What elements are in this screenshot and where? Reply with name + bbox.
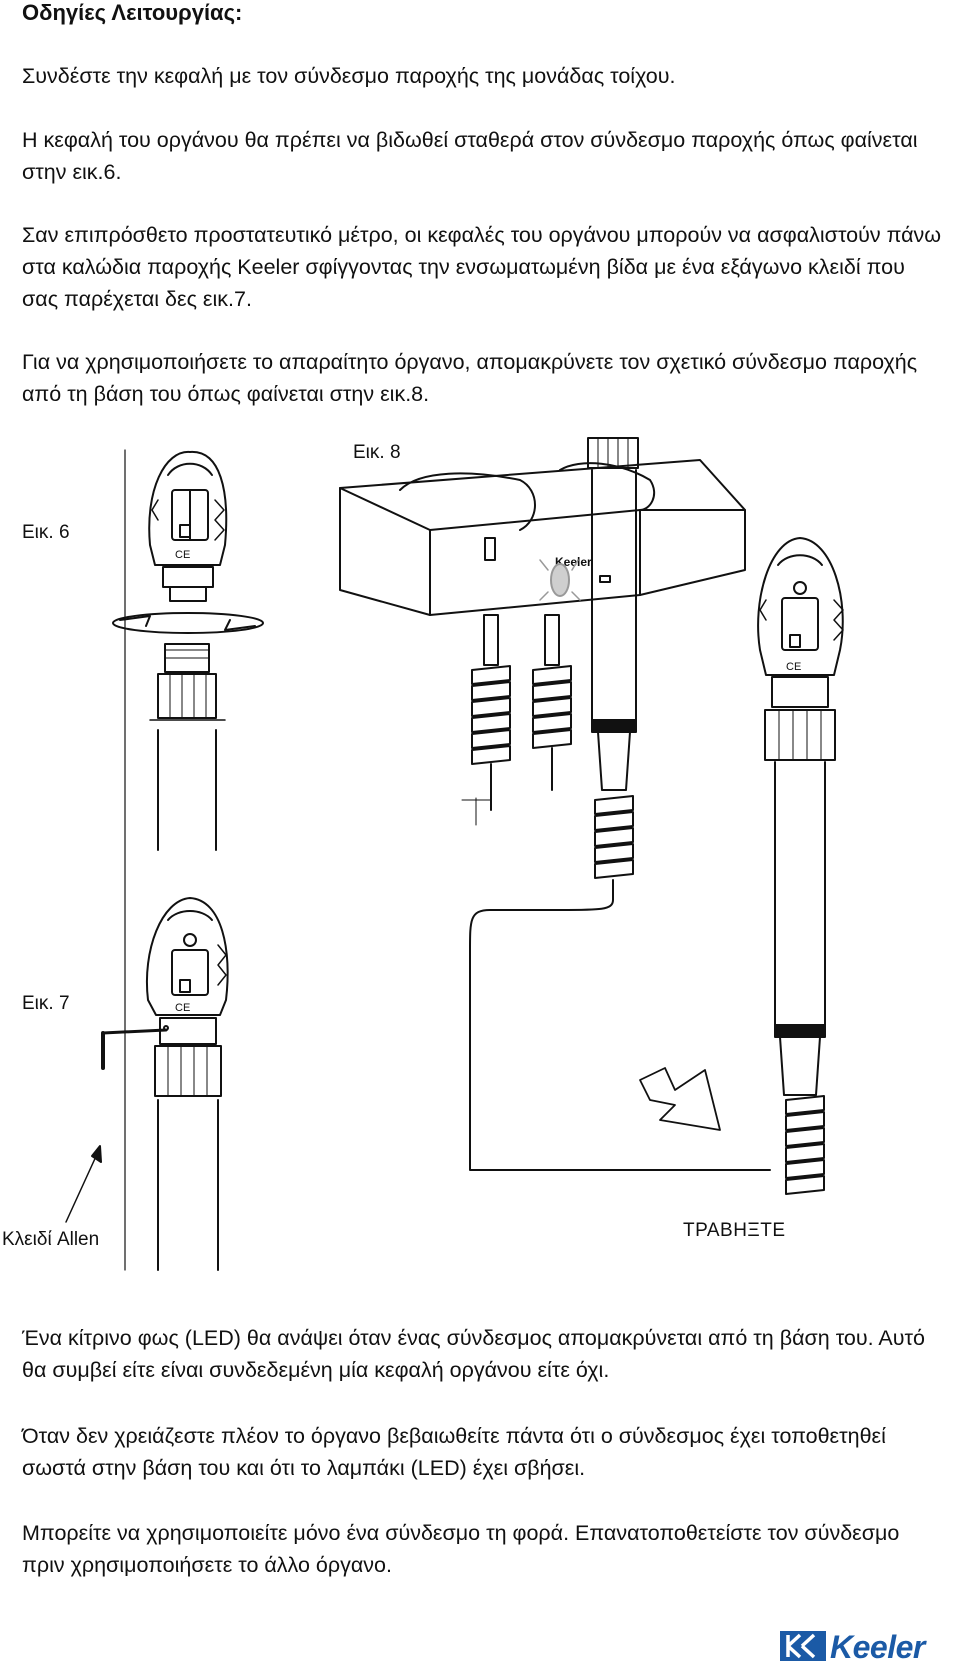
instruction-one-at-a-time: Μπορείτε να χρησιμοποιείτε μόνο ένα σύνδ… bbox=[22, 1521, 900, 1577]
removed-instrument-drawing: CE bbox=[757, 537, 844, 1195]
instruction-led-on: Ένα κίτρινο φως (LED) θα ανάψει όταν ένα… bbox=[22, 1326, 925, 1382]
instruction-remove-connector: Για να χρησιμοποιήσετε το απαραίτητο όργ… bbox=[22, 350, 918, 406]
page-title: Οδηγίες Λειτουργίας: bbox=[22, 0, 243, 25]
figure-6-caption: Εικ. 6 bbox=[22, 522, 70, 543]
figure-7-caption: Εικ. 7 bbox=[22, 993, 70, 1014]
svg-text:CE: CE bbox=[786, 661, 801, 673]
keeler-logo: Keeler bbox=[778, 1627, 953, 1667]
figure-8-drawing: Keeler bbox=[339, 437, 771, 1171]
instruction-secure-screw: Σαν επιπρόσθετο προστατευτικό μέτρο, οι … bbox=[22, 223, 942, 311]
pull-label: ΤΡΑΒΗΞΤΕ bbox=[683, 1220, 786, 1241]
keeler-logo-text: Keeler bbox=[830, 1629, 925, 1665]
figure-7-drawing: CE bbox=[65, 897, 229, 1271]
svg-text:CE: CE bbox=[175, 1002, 190, 1014]
instruction-return-connector: Όταν δεν χρειάζεστε πλέον το όργανο βεβα… bbox=[22, 1424, 886, 1480]
instruction-connect: Συνδέστε την κεφαλή με τον σύνδεσμο παρο… bbox=[22, 64, 676, 88]
instruction-screw-head: Η κεφαλή του οργάνου θα πρέπει να βιδωθε… bbox=[22, 128, 918, 184]
svg-text:CE: CE bbox=[175, 549, 190, 561]
instruction-illustrations: CE CE bbox=[65, 437, 844, 1271]
allen-key-label: Κλειδί Allen bbox=[2, 1229, 100, 1250]
figure-6-drawing: CE bbox=[112, 449, 264, 1271]
keeler-logo-mark-icon bbox=[780, 1631, 826, 1661]
figure-8-caption: Εικ. 8 bbox=[353, 442, 401, 463]
